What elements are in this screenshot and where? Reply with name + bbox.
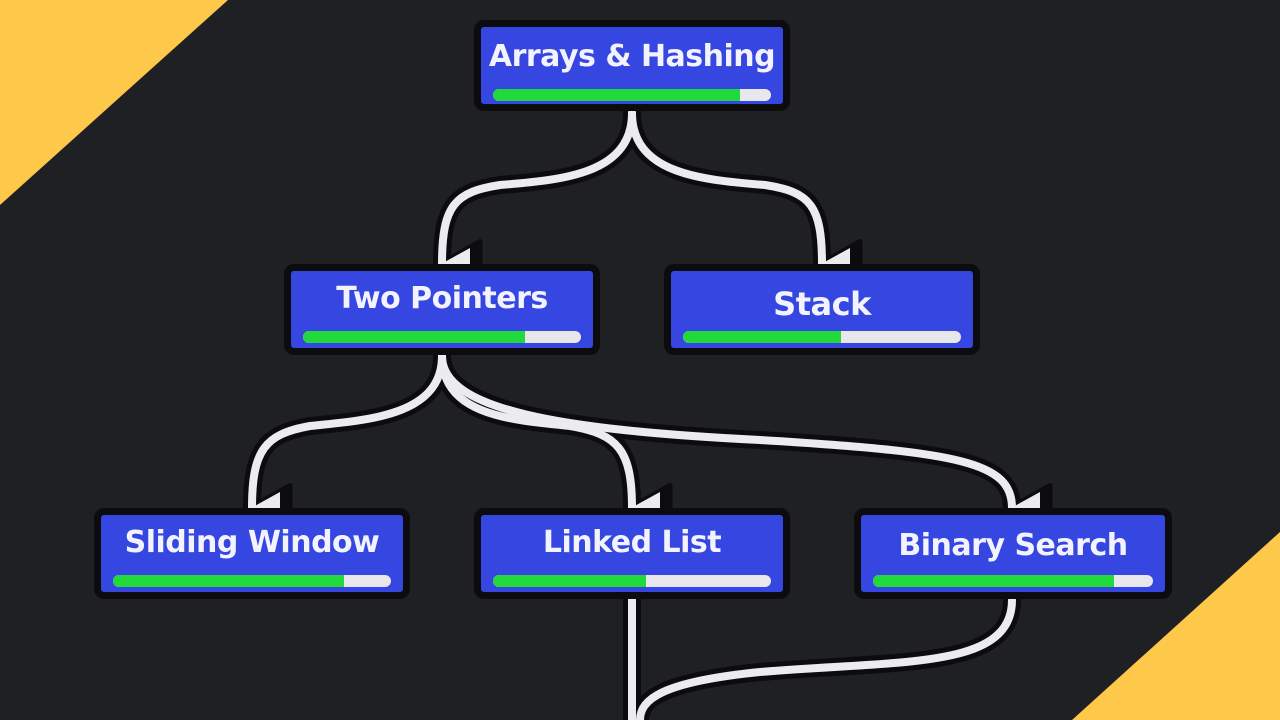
node-label: Binary Search [898, 528, 1128, 563]
edge-binary-search-to-off-canvas-below [636, 596, 1016, 720]
corner-accent-bottom-right [1072, 532, 1280, 720]
edge-two-pointers-to-binary-search-outline [433, 347, 1053, 533]
progress-track [493, 575, 771, 587]
node-label: Sliding Window [124, 525, 380, 560]
node-label: Arrays & Hashing [488, 39, 776, 74]
edge-arrays-hashing-to-stack [628, 109, 851, 280]
progress-track [493, 89, 771, 101]
edge-two-pointers-to-sliding-window [248, 352, 446, 525]
node-binary-search[interactable]: Binary Search [854, 508, 1172, 599]
node-label: Two Pointers [336, 281, 548, 316]
node-two-pointers[interactable]: Two Pointers [284, 264, 600, 355]
progress-fill [493, 575, 646, 587]
progress-fill [873, 575, 1114, 587]
node-label: Linked List [542, 525, 722, 560]
node-arrays-hashing[interactable]: Arrays & Hashing [474, 20, 790, 111]
progress-fill [303, 331, 526, 343]
progress-track [683, 331, 961, 343]
edge-two-pointers-to-binary-search [438, 352, 1041, 524]
edge-binary-search-to-off-canvas-below-outline [631, 591, 1021, 720]
progress-fill [493, 89, 741, 101]
progress-track [873, 575, 1153, 587]
node-linked-list[interactable]: Linked List [474, 508, 790, 599]
edge-arrays-hashing-to-two-pointers [438, 109, 636, 281]
node-sliding-window[interactable]: Sliding Window [94, 508, 410, 599]
edge-two-pointers-to-linked-list [438, 352, 661, 524]
node-label: Stack [773, 285, 871, 323]
edge-lines [248, 109, 1041, 720]
progress-track [303, 331, 581, 343]
progress-track [113, 575, 391, 587]
node-stack[interactable]: Stack [664, 264, 980, 355]
corner-accent-top-left [0, 0, 228, 205]
progress-fill [683, 331, 842, 343]
progress-fill [113, 575, 344, 587]
